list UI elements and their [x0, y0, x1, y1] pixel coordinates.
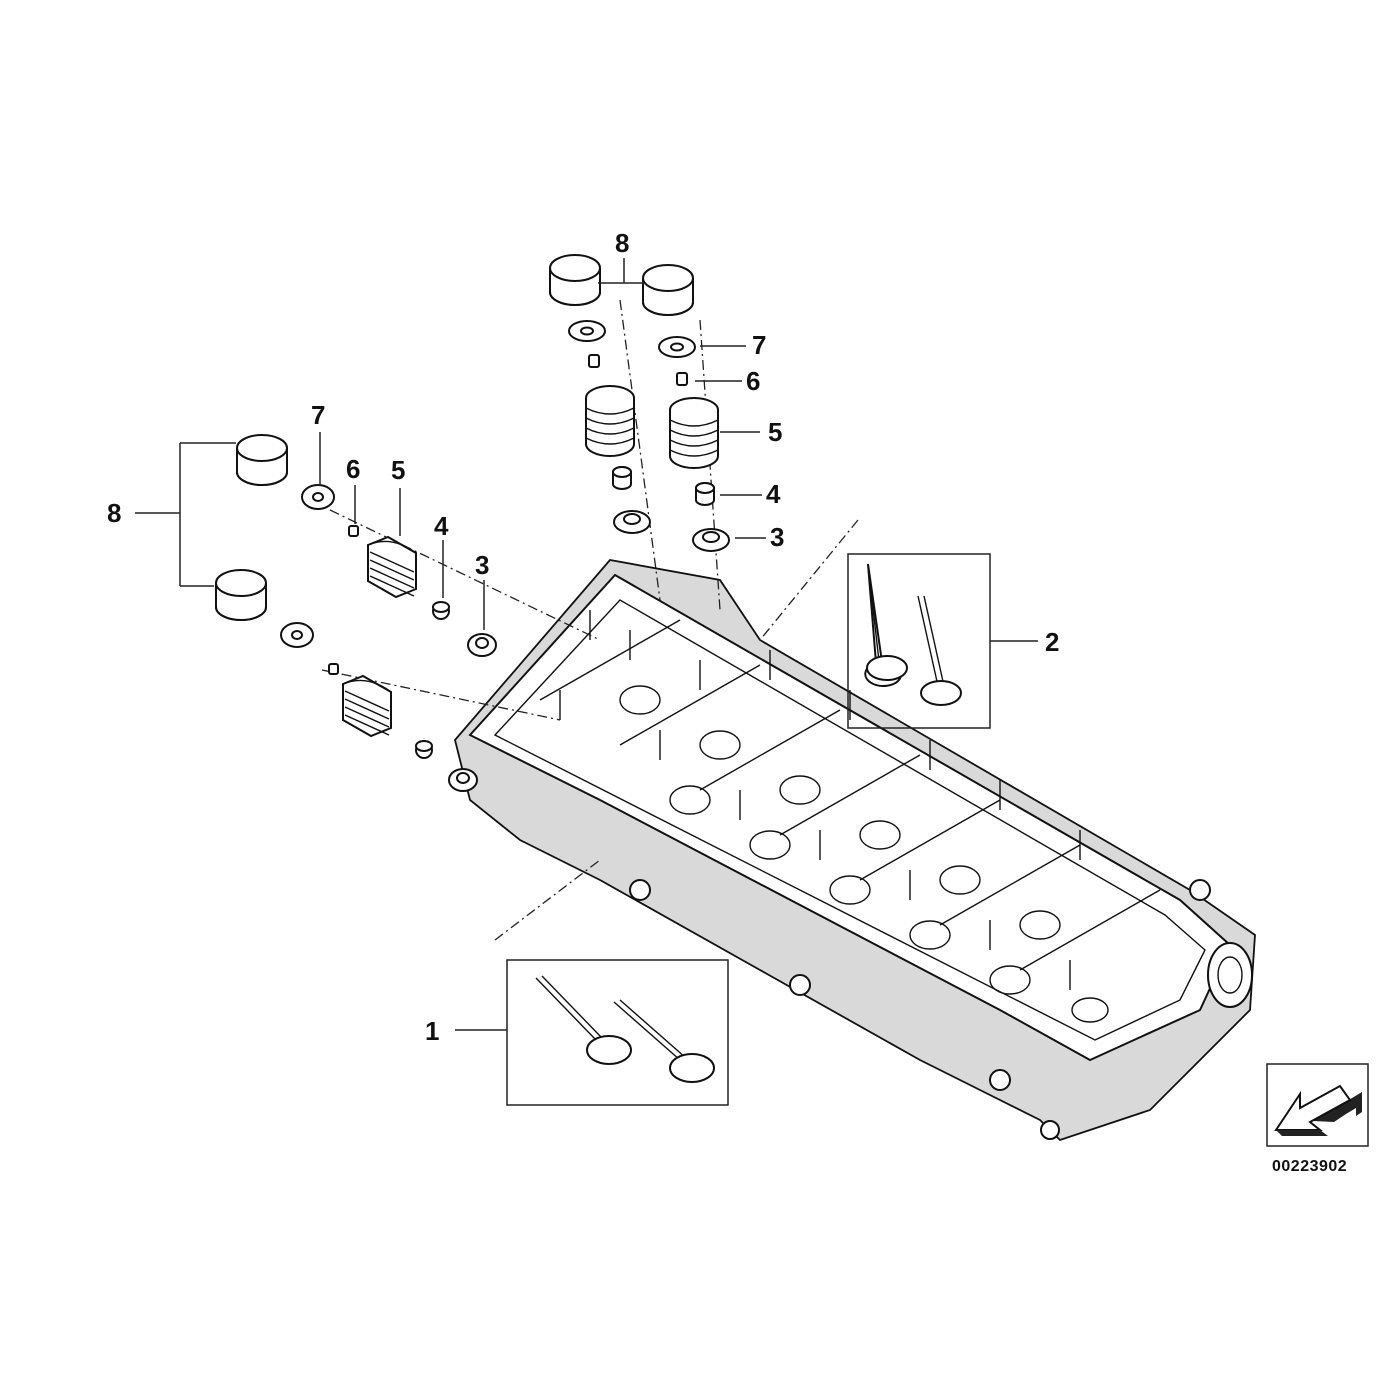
callout-6-top: 6	[746, 366, 760, 396]
tappet-icon	[642, 264, 694, 316]
spring-seat-icon	[692, 528, 730, 552]
orientation-arrow-box	[1266, 1063, 1369, 1147]
valve-spring-icon	[342, 674, 392, 738]
callout-6-left: 6	[346, 454, 360, 484]
spring-retainer-icon	[280, 622, 314, 648]
head-studs	[559, 610, 1081, 990]
tappet-icon	[549, 254, 601, 306]
callout-7-left: 7	[311, 400, 325, 430]
spring-seat-icon	[448, 768, 478, 792]
top-valve-train-left	[549, 254, 651, 534]
inlet-valve-inset	[506, 959, 729, 1106]
callout-4-left: 4	[434, 511, 449, 541]
arrow-down-left-icon	[1274, 1084, 1362, 1136]
valve-ports	[619, 685, 1109, 1023]
valve-stem-seal-icon	[695, 482, 715, 506]
valve-stem-seal-icon	[612, 466, 632, 490]
leader-lines	[135, 258, 1038, 1031]
callout-8-left: 8	[107, 498, 121, 528]
exhaust-valve-inset	[847, 553, 991, 729]
spring-seat-icon	[467, 633, 497, 657]
callout-4-top: 4	[766, 479, 781, 509]
valve-spring-icon	[669, 397, 719, 469]
left-valve-train-lower	[215, 569, 478, 792]
spring-retainer-icon	[301, 484, 335, 510]
valve-collet-icon	[676, 372, 688, 386]
valve-stem-seal-icon	[432, 601, 450, 620]
callout-3-left: 3	[475, 550, 489, 580]
callout-8-top: 8	[615, 228, 629, 258]
spring-retainer-icon	[568, 320, 606, 342]
top-valve-train-right	[642, 264, 730, 552]
valve-collet-icon	[348, 525, 359, 537]
valve-spring-icon	[367, 535, 417, 599]
tappet-icon	[215, 569, 267, 621]
spring-retainer-icon	[658, 336, 696, 358]
tappet-icon	[236, 434, 288, 486]
valve-collet-icon	[328, 663, 339, 675]
callout-5-top: 5	[768, 417, 782, 447]
callout-7-top: 7	[752, 330, 766, 360]
callout-labels: 1 2 3 4 5 6 7 8 8 7 6 5 4 3	[107, 228, 1059, 1046]
callout-1: 1	[425, 1016, 439, 1046]
spring-seat-icon	[613, 510, 651, 534]
cylinder-head	[454, 559, 1256, 1142]
callout-2: 2	[1045, 627, 1059, 657]
left-valve-train-upper	[236, 434, 497, 657]
end-flange	[1207, 942, 1253, 1008]
callout-5-left: 5	[391, 455, 405, 485]
reference-number: 00223902	[1272, 1158, 1347, 1175]
valve-stem-seal-icon	[415, 740, 433, 759]
mounting-bosses	[629, 879, 1211, 1140]
valve-spring-icon	[585, 385, 635, 457]
valve-collet-icon	[588, 354, 600, 368]
callout-3-top: 3	[770, 522, 784, 552]
